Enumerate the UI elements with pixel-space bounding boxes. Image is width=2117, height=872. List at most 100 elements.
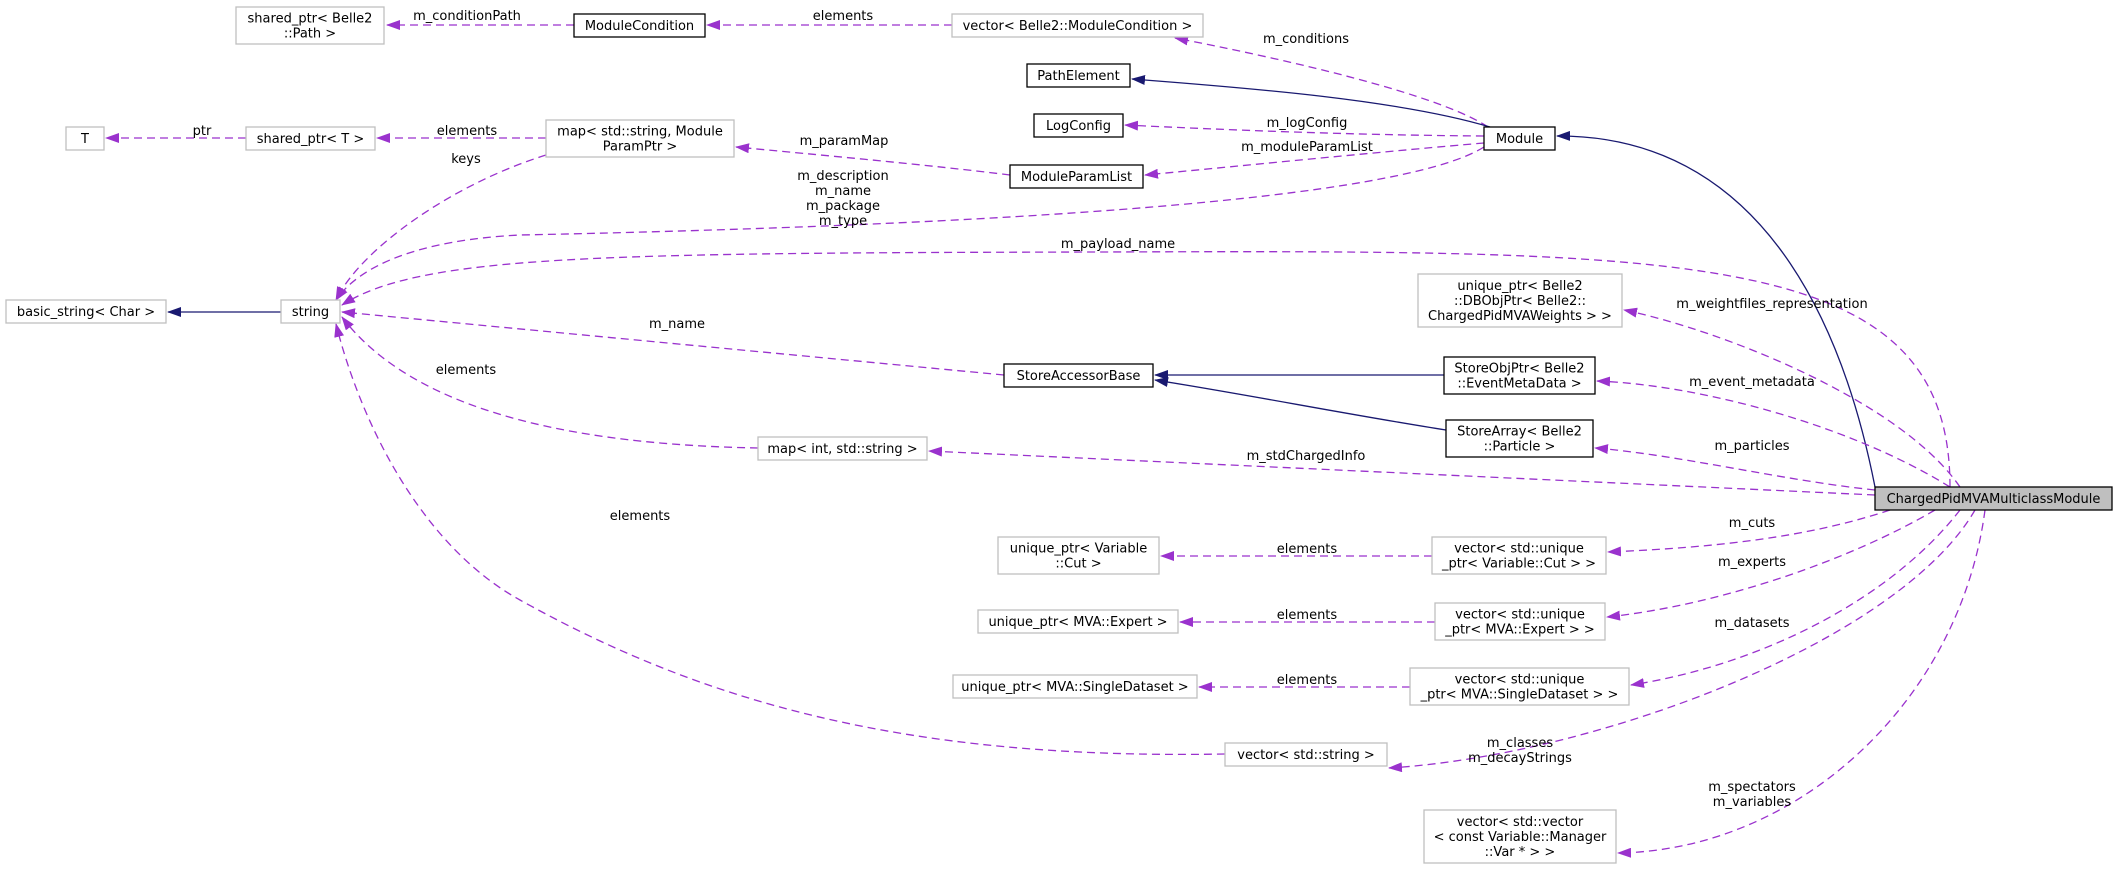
edge-label-elements-map-int: elements <box>436 363 497 378</box>
member-edge-15 <box>341 308 1005 376</box>
member-edge-21 <box>928 446 1876 496</box>
node-vector-cut[interactable]: vector< std::unique_ptr< Variable::Cut >… <box>1431 536 1607 575</box>
node-label: ::EventMetaData > <box>1457 377 1581 392</box>
node-label: vector< std::unique <box>1455 608 1585 623</box>
node-vector-module-condition[interactable]: vector< Belle2::ModuleCondition > <box>951 13 1204 38</box>
member-edge-14 <box>1623 307 1961 488</box>
edge-label-ptr: ptr <box>193 124 212 139</box>
node-label: ::DBObjPtr< Belle2:: <box>1454 294 1586 309</box>
node-string[interactable]: string <box>280 299 341 324</box>
edge-label-module-strings: m_package <box>806 199 880 214</box>
node-vector-string[interactable]: vector< std::string > <box>1224 742 1388 767</box>
node-module[interactable]: Module <box>1483 126 1556 151</box>
node-label: vector< Belle2::ModuleCondition > <box>963 19 1193 34</box>
node-label: unique_ptr< MVA::Expert > <box>988 615 1167 630</box>
node-shared-ptr-t[interactable]: shared_ptr< T > <box>245 126 376 151</box>
node-basic-string[interactable]: basic_string< Char > <box>5 299 167 324</box>
edge-label-m-particles: m_particles <box>1715 439 1790 454</box>
edge-label-module-strings: m_type <box>819 214 867 229</box>
member-edge-13 <box>341 251 1951 488</box>
edge-label-m-event-metadata: m_event_metadata <box>1689 375 1815 390</box>
member-edge-10 <box>335 154 547 301</box>
node-vector-dataset[interactable]: vector< std::unique_ptr< MVA::SingleData… <box>1409 667 1630 706</box>
edge-label-class-strings: m_classes <box>1487 736 1553 751</box>
edge-label-m-paramMap: m_paramMap <box>800 134 889 149</box>
node-module-param-list[interactable]: ModuleParamList <box>1009 164 1144 189</box>
node-label: StoreArray< Belle2 <box>1457 425 1582 440</box>
node-label: < const Variable::Manager <box>1434 830 1607 845</box>
node-label: map< int, std::string > <box>767 442 917 457</box>
nodes: shared_ptr< Belle2::Path > ModuleConditio… <box>5 6 2113 864</box>
node-label: _ptr< MVA::SingleDataset > > <box>1420 688 1619 703</box>
node-unique-ptr-expert[interactable]: unique_ptr< MVA::Expert > <box>977 609 1179 634</box>
edge-label-module-strings: m_name <box>815 184 871 199</box>
member-edge-8 <box>735 143 1011 176</box>
node-vector-var[interactable]: vector< std::vector< const Variable::Man… <box>1423 809 1617 864</box>
edge-label-elements-expert: elements <box>1277 608 1338 623</box>
edge-label-m-weightfiles-representation: m_weightfiles_representation <box>1676 297 1867 312</box>
node-label: unique_ptr< Variable <box>1010 542 1147 557</box>
member-edge-19 <box>1596 376 1951 488</box>
node-path-element[interactable]: PathElement <box>1026 63 1131 88</box>
node-module-condition[interactable]: ModuleCondition <box>573 13 706 38</box>
inheritance-edge-18 <box>1154 377 1447 431</box>
node-label: unique_ptr< Belle2 <box>1457 279 1582 294</box>
member-edge-27 <box>1630 509 1961 688</box>
node-label: ::Var * > > <box>1485 845 1556 860</box>
member-edge-23 <box>1607 509 1891 557</box>
node-charged-pid[interactable]: ChargedPidMVAMulticlassModule <box>1874 486 2113 511</box>
member-edge-22 <box>334 323 1226 756</box>
node-label: vector< std::string > <box>1237 748 1374 763</box>
node-t[interactable]: T <box>65 126 105 151</box>
inheritance-edge-5 <box>1556 130 1876 488</box>
edge-label-m-name-sab: m_name <box>649 317 705 332</box>
edge-label-elements-cut: elements <box>1277 542 1338 557</box>
node-map-int-string[interactable]: map< int, std::string > <box>757 436 928 461</box>
node-label: ModuleParamList <box>1021 170 1132 185</box>
edge-label-m-cuts: m_cuts <box>1729 516 1776 531</box>
node-shared-ptr-path[interactable]: shared_ptr< Belle2::Path > <box>235 6 385 45</box>
node-label: ChargedPidMVAWeights > > <box>1428 309 1612 324</box>
node-store-accessor-base[interactable]: StoreAccessorBase <box>1003 363 1154 388</box>
edge-label-var-strings: m_variables <box>1713 795 1792 810</box>
node-label: ::Path > <box>284 27 336 42</box>
node-unique-ptr-dataset[interactable]: unique_ptr< MVA::SingleDataset > <box>952 674 1198 699</box>
node-label: unique_ptr< MVA::SingleDataset > <box>961 680 1188 695</box>
node-label: map< std::string, Module <box>557 125 723 140</box>
node-unique-ptr-cut[interactable]: unique_ptr< Variable::Cut > <box>997 536 1160 575</box>
edge-label-m-moduleParamList: m_moduleParamList <box>1241 140 1373 155</box>
node-label: ParamPtr > <box>603 140 678 155</box>
node-label: LogConfig <box>1046 119 1111 134</box>
node-log-config[interactable]: LogConfig <box>1033 113 1124 138</box>
member-edge-20 <box>1594 444 1876 491</box>
node-label: Module <box>1496 132 1543 147</box>
node-label: _ptr< MVA::Expert > > <box>1444 623 1595 638</box>
edge-label-m-conditions: m_conditions <box>1263 32 1349 47</box>
node-label: ::Particle > <box>1484 440 1556 455</box>
edge-label-m-conditionPath: m_conditionPath <box>413 9 521 24</box>
node-label: vector< std::unique <box>1455 673 1585 688</box>
node-label: StoreAccessorBase <box>1017 369 1141 384</box>
node-unique-ptr-dbobj[interactable]: unique_ptr< Belle2::DBObjPtr< Belle2::Ch… <box>1417 273 1623 328</box>
edge-label-elements-vec-string: elements <box>610 509 671 524</box>
edge-label-module-strings: m_description <box>797 169 888 184</box>
node-label: ChargedPidMVAMulticlassModule <box>1887 492 2101 507</box>
member-edge-2 <box>1174 35 1489 128</box>
edge-label-var-strings: m_spectators <box>1708 780 1796 795</box>
edge-label-elements-sp: elements <box>437 124 498 139</box>
node-label: vector< std::vector <box>1457 815 1584 830</box>
node-vector-expert[interactable]: vector< std::unique_ptr< MVA::Expert > > <box>1434 602 1606 641</box>
node-store-obj-ptr[interactable]: StoreObjPtr< Belle2::EventMetaData > <box>1443 356 1596 395</box>
member-edge-25 <box>1606 509 1936 621</box>
edge-label-m-experts: m_experts <box>1718 555 1786 570</box>
node-store-array[interactable]: StoreArray< Belle2::Particle > <box>1445 419 1594 458</box>
node-label: PathElement <box>1037 69 1119 84</box>
node-label: string <box>292 305 329 320</box>
edge-label-m-payload-name: m_payload_name <box>1061 237 1175 252</box>
edge-label-elements-dataset: elements <box>1277 673 1338 688</box>
edge-label-class-strings: m_decayStrings <box>1468 751 1572 766</box>
node-label: shared_ptr< Belle2 <box>248 12 373 27</box>
